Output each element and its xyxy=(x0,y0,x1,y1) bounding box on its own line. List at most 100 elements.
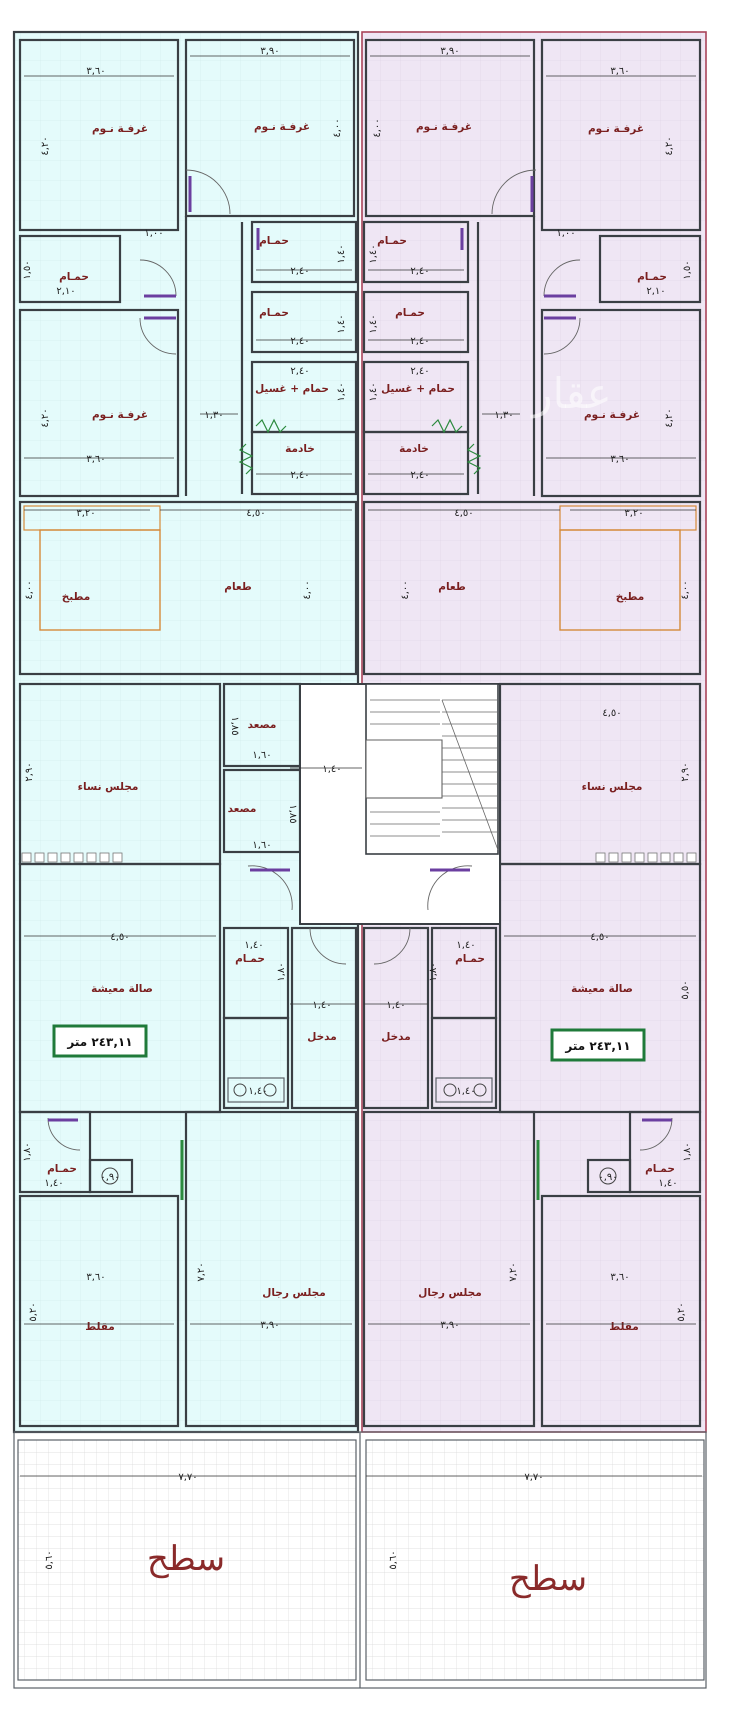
right-bedroom-1: غرفـة نـوم xyxy=(588,123,644,135)
dim-left-roof-h: ٥,٦٠ xyxy=(44,1550,55,1569)
dim-right-shaft-d: ٠,٩٠ xyxy=(598,1172,617,1183)
dim-right-bed2-w: ٣,٩٠ xyxy=(440,46,459,57)
right-living-hall: صالة معيشة xyxy=(571,983,633,995)
right-roof-label: سطح xyxy=(509,1559,587,1599)
dim-right-dining-h: ٤,٠٠ xyxy=(400,580,411,599)
dim-left-bed1-h: ٤,٢٠ xyxy=(40,136,51,155)
right-area-text: ٢٤٣,١١ متر xyxy=(564,1039,630,1053)
dim-left-men-w: ٣,٩٠ xyxy=(260,1320,279,1331)
left-elevator-2: مصعد xyxy=(228,803,257,815)
left-area-badge: ٢٤٣,١١ متر xyxy=(52,1024,148,1058)
left-labels: غرفـة نـوم غرفـة نـوم غرفـة نـوم حمـام ح… xyxy=(47,121,337,1579)
dim-right-bed3-h: ٤,٢٠ xyxy=(664,408,675,427)
left-bath-3: حمـام xyxy=(259,307,289,319)
dim-left-kitchen-w: ٣,٢٠ xyxy=(76,508,95,519)
dim-right-bath5-w: ١,٤٠ xyxy=(658,1178,677,1189)
dim-left-hall-w: ١,٣٠ xyxy=(204,410,223,421)
dim-right-annex-h: ٥,٢٠ xyxy=(676,1302,687,1321)
right-men-majlis: مجلس رجال xyxy=(418,1287,482,1299)
dim-right-bath3-h: ١,٤٠ xyxy=(368,314,379,333)
left-living-hall: صالة معيشة xyxy=(91,983,153,995)
dim-left-roof-w: ٧,٧٠ xyxy=(178,1472,197,1483)
left-men-majlis: مجلس رجال xyxy=(262,1287,326,1299)
dim-right-bath1-h: ١,٥٠ xyxy=(682,260,693,279)
dim-right-corridor: ١,٠٠ xyxy=(556,228,575,239)
dim-left-shaft-d: ٠,٩٠ xyxy=(100,1172,119,1183)
dim-left-bath1-w: ٢,١٠ xyxy=(56,286,75,297)
dim-right-bed3-w: ٣,٦٠ xyxy=(610,454,629,465)
right-maid-room: خادمة xyxy=(399,443,429,455)
left-bedroom-3: غرفـة نـوم xyxy=(92,409,148,421)
left-area-text: ٢٤٣,١١ متر xyxy=(66,1035,132,1049)
dim-left-women-h: ٢,٩٠ xyxy=(24,762,35,781)
dim-right-kitchen-w: ٣,٢٠ xyxy=(624,508,643,519)
dim-left-bath4-h: ١,٨٠ xyxy=(276,962,287,981)
dim-left-bath5-h: ١,٨٠ xyxy=(22,1142,33,1161)
left-walls xyxy=(18,38,358,1428)
dim-right-bed2-h: ٤,٠٠ xyxy=(372,118,383,137)
dim-right-bath2-w: ٢,٤٠ xyxy=(410,266,429,277)
dim-left-bath1-h: ١,٥٠ xyxy=(22,260,33,279)
dim-left-bath3-w: ٢,٤٠ xyxy=(290,336,309,347)
left-bath-1: حمـام xyxy=(59,271,89,283)
dim-right-men-h: ٧,٢٠ xyxy=(508,1262,519,1281)
right-bath-4: حمـام xyxy=(455,953,485,965)
dim-left-laundry-h: ١,٤٠ xyxy=(336,382,347,401)
left-dining: طعام xyxy=(224,581,252,593)
left-bath-5: حمـام xyxy=(47,1163,77,1175)
right-area-badge: ٢٤٣,١١ متر xyxy=(550,1028,646,1062)
dim-left-bed1-w: ٣,٦٠ xyxy=(86,66,105,77)
dim-left-annex-h: ٥,٢٠ xyxy=(28,1302,39,1321)
dim-right-bath5-h: ١,٨٠ xyxy=(682,1142,693,1161)
dim-left-living-w: ٤,٥٠ xyxy=(110,932,129,943)
dim-right-dining-w: ٤,٥٠ xyxy=(454,508,473,519)
stair-core xyxy=(299,683,501,925)
dim-left-bath5-w: ١,٤٠ xyxy=(44,1178,63,1189)
dim-left-kitchen-h: ٤,٠٠ xyxy=(24,580,35,599)
left-kitchen: مطبخ xyxy=(62,591,91,603)
dim-right-bath3-w: ٢,٤٠ xyxy=(410,336,429,347)
right-entrance: مدخل xyxy=(381,1031,411,1043)
dim-right-living-h: ٥,٥٠ xyxy=(680,980,691,999)
right-labels: غرفـة نـوم غرفـة نـوم غرفـة نـوم حمـام ح… xyxy=(377,121,675,1599)
dim-right-hall-w: ١,٣٠ xyxy=(494,410,513,421)
dim-right-roof-h: ٥,٦٠ xyxy=(388,1550,399,1569)
left-maid-room: خادمة xyxy=(285,443,315,455)
dim-left-bath2-w: ٢,٤٠ xyxy=(290,266,309,277)
right-bath-1: حمـام xyxy=(637,271,667,283)
left-laundry-bath: حمام + غسيل xyxy=(255,383,329,395)
dim-left-bath3-h: ١,٤٠ xyxy=(336,314,347,333)
dim-left-elevator1-w: ١,٦٠ xyxy=(252,750,271,761)
dim-right-women-w: ٤,٥٠ xyxy=(602,708,621,719)
dim-right-kitchen-h: ٤,٠٠ xyxy=(680,580,691,599)
dim-right-bed1-w: ٣,٦٠ xyxy=(610,66,629,77)
left-women-majlis: مجلس نساء xyxy=(78,781,139,793)
dim-left-men-h: ٧,٢٠ xyxy=(196,1262,207,1281)
right-bath-2: حمـام xyxy=(377,235,407,247)
dim-right-laundry-w: ٢,٤٠ xyxy=(410,366,429,377)
left-bedroom-2: غرفـة نـوم xyxy=(254,121,310,133)
left-bath-4: حمـام xyxy=(235,953,265,965)
dim-left-maid-w: ٢,٤٠ xyxy=(290,470,309,481)
right-bedroom-3: غرفـة نـوم xyxy=(584,409,640,421)
dim-left-dining-w: ٤,٥٠ xyxy=(246,508,265,519)
dim-left-laundry-w: ٢,٤٠ xyxy=(290,366,309,377)
right-bath-3: حمـام xyxy=(395,307,425,319)
dim-right-bath2-h: ١,٤٠ xyxy=(368,244,379,263)
dim-left-bath2-h: ١,٤٠ xyxy=(336,244,347,263)
dim-left-elevator2-w: ١,٦٠ xyxy=(252,840,271,851)
dim-right-living-w: ٤,٥٠ xyxy=(590,932,609,943)
left-annex: مقلط xyxy=(85,1321,115,1333)
dim-right-maid-w: ٢,٤٠ xyxy=(410,470,429,481)
dimension-lines xyxy=(20,55,702,1477)
dim-right-men-w: ٣,٩٠ xyxy=(440,1320,459,1331)
right-kitchen: مطبخ xyxy=(616,591,645,603)
left-entrance: مدخل xyxy=(307,1031,337,1043)
door-leaves xyxy=(48,176,672,1122)
watermark-logo: عقار xyxy=(530,369,611,418)
dim-right-shaft-w: ١,٤٠ xyxy=(456,1086,475,1097)
ventilation-markers xyxy=(238,418,482,475)
right-laundry-bath: حمام + غسيل xyxy=(381,383,455,395)
left-bedroom-1: غرفـة نـوم xyxy=(92,123,148,135)
